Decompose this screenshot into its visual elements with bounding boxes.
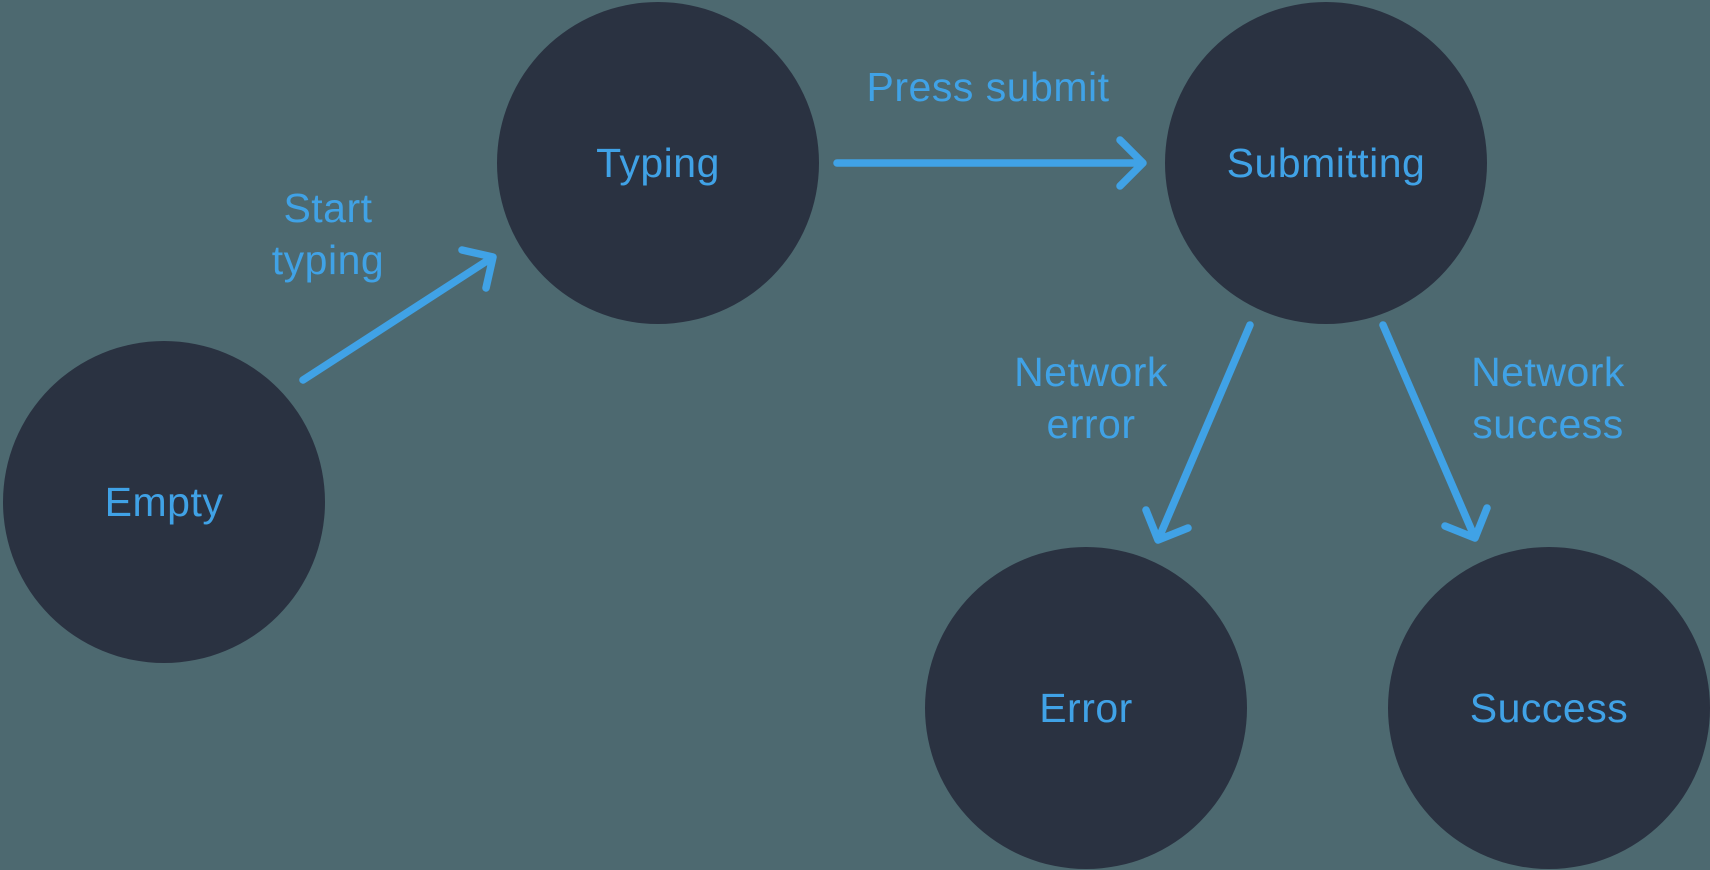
edge-label-line: Press submit — [866, 64, 1110, 110]
state-node-label-error: Error — [1039, 684, 1133, 731]
state-node-label-empty: Empty — [104, 478, 224, 525]
state-node-label-success: Success — [1469, 684, 1629, 731]
edge-label-line: Network — [1014, 349, 1168, 395]
state-node-label-submitting: Submitting — [1226, 139, 1426, 186]
edge-label-start-typing: Start typing — [272, 182, 384, 286]
state-node-label-typing: Typing — [596, 139, 720, 186]
edge-label-line: error — [1046, 401, 1136, 447]
state-node-empty: Empty — [3, 341, 325, 663]
edge-label-line: success — [1472, 401, 1624, 447]
state-node-error: Error — [925, 547, 1247, 869]
edge-label-line: typing — [271, 237, 385, 283]
state-node-typing: Typing — [497, 2, 819, 324]
edge-label-line: Network — [1471, 349, 1625, 395]
state-node-submitting: Submitting — [1165, 2, 1487, 324]
arrow-typing-to-submitting — [833, 136, 1147, 190]
state-node-success: Success — [1388, 547, 1710, 869]
edge-label-line: Start — [283, 185, 373, 231]
edge-label-press-submit: Press submit — [867, 61, 1110, 113]
edge-label-network-success: Network success — [1471, 346, 1625, 450]
edge-label-network-error: Network error — [1014, 346, 1168, 450]
